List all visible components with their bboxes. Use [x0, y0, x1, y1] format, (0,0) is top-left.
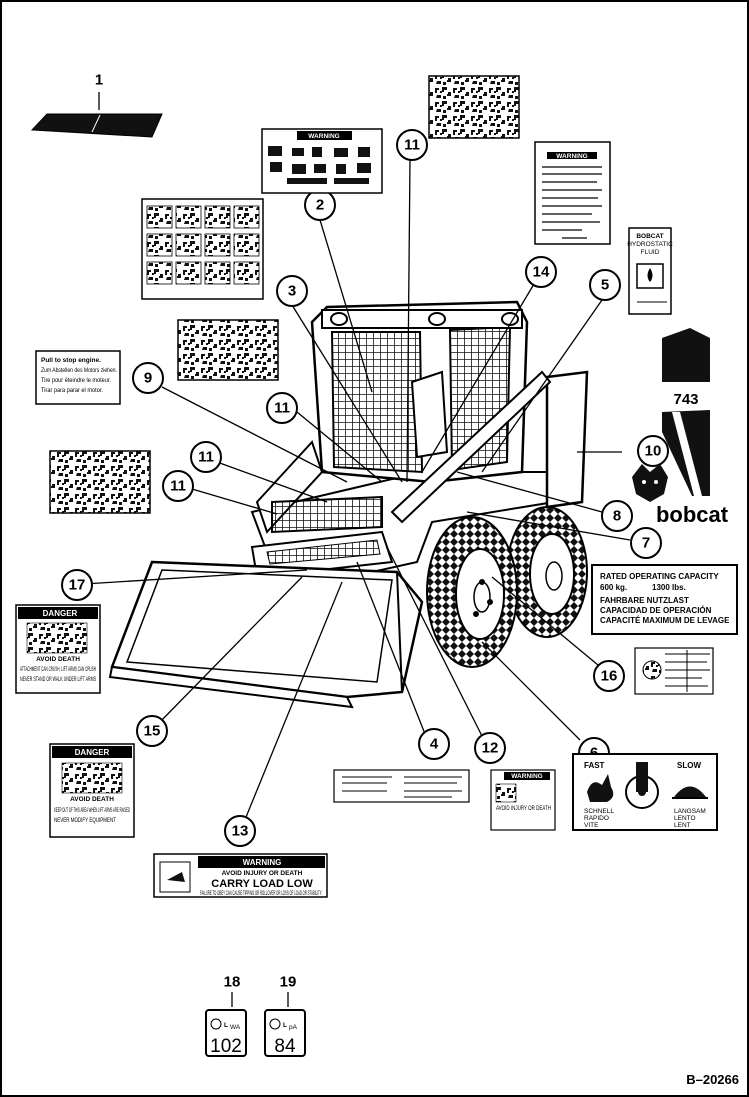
pull-stop-es: Tirar para parar el motor. [41, 387, 103, 394]
carry-load-main: CARRY LOAD LOW [211, 878, 313, 890]
callout-15: 15 [144, 723, 161, 740]
sound-102-unit: L [224, 1022, 228, 1029]
decal-danger-bottom: DANGER AVOID DEATH KEEP OUT OF THIS AREA… [49, 743, 135, 838]
figure-id: B–20266 [686, 1072, 739, 1087]
callout-13: 13 [232, 823, 249, 840]
hydro-line2: FLUID [641, 249, 660, 256]
capacity-title: RATED OPERATING CAPACITY [600, 572, 719, 581]
decal-bobcat-logo: bobcat [632, 464, 729, 527]
pull-stop-de: Zum Abstellen des Motors ziehen. [41, 367, 117, 374]
sound-102-value: 102 [210, 1036, 242, 1057]
danger-bottom-text1: KEEP OUT OF THIS AREA WHEN LIFT ARMS ARE… [54, 807, 130, 814]
decal-warning-small: WARNING AVOID INJURY OR DEATH [490, 769, 556, 831]
callout-19: 19 [280, 974, 297, 991]
callout-7: 7 [642, 535, 650, 552]
carry-load-foot: FAILURE TO OBEY CAN CAUSE TIPPING OR ROL… [200, 890, 322, 897]
hydro-brand: BOBCAT [636, 233, 663, 240]
bobcat-wordmark: bobcat [656, 502, 729, 527]
capacity-de: FAHRBARE NUTZLAST [600, 596, 689, 605]
decal-camo-mid [177, 319, 279, 381]
turtle-icon [674, 786, 706, 797]
hydro-line1: HYDROSTATIC [627, 241, 673, 248]
handbook-title: WARNING [556, 153, 587, 160]
decal-danger-left: DANGER AVOID DEATH ATTACHMENT CAN CRUSH,… [15, 604, 101, 694]
decal-sound-102: L WA 102 [205, 1009, 247, 1057]
callout-8: 8 [613, 508, 621, 525]
carry-load-title: WARNING [243, 858, 282, 867]
capacity-kg: 600 kg. [600, 583, 627, 592]
callout-18: 18 [224, 974, 241, 991]
danger-bottom-title: DANGER [75, 748, 110, 757]
sound-102-sub: WA [230, 1024, 241, 1031]
carry-load-sub: AVOID INJURY OR DEATH [222, 870, 303, 877]
decal-strip [30, 113, 163, 138]
callout-12: 12 [482, 740, 499, 757]
danger-left-text1: ATTACHMENT CAN CRUSH, LIFT ARMS CAN CRUS… [20, 666, 96, 673]
leader-lines [83, 92, 631, 1007]
decal-camo-top [428, 75, 520, 139]
danger-left-sub: AVOID DEATH [36, 656, 80, 663]
loader-illustration [108, 300, 589, 709]
callout-4: 4 [430, 736, 439, 753]
decal-camo-lower [49, 450, 151, 514]
capacity-es: CAPACIDAD DE OPERACIÓN [600, 606, 712, 615]
warning-small-title: WARNING [511, 773, 542, 780]
fast-de: SCHNELL [584, 808, 614, 815]
capacity-lbs: 1300 lbs. [652, 583, 686, 592]
callout-markers: 1 2 3 4 5 6 7 8 9 10 11 11 11 11 12 13 1 [61, 72, 669, 991]
callout-14: 14 [533, 264, 550, 281]
sound-84-value: 84 [274, 1036, 296, 1057]
sound-84-sub: pA [289, 1024, 298, 1031]
sound-84-unit: L [283, 1022, 287, 1029]
callout-16: 16 [601, 668, 618, 685]
warning-small-sub: AVOID INJURY OR DEATH [496, 805, 551, 812]
callout-1: 1 [95, 72, 103, 89]
fast-label: FAST [584, 761, 605, 770]
decal-warning-top: WARNING [261, 128, 383, 194]
decal-rated-capacity: RATED OPERATING CAPACITY 600 kg. 1300 lb… [591, 564, 738, 635]
bobcat-head-icon [632, 464, 668, 502]
danger-bottom-text2: NEVER MODIFY EQUIPMENT [54, 817, 116, 824]
slow-es: LENTO [674, 815, 696, 822]
pull-stop-title: Pull to stop engine. [41, 357, 101, 364]
danger-left-text2: NEVER STAND OR WALK UNDER LIFT ARMS [20, 676, 96, 683]
callout-11-left: 11 [198, 449, 214, 466]
slow-fr: LENT [674, 822, 691, 829]
danger-left-title: DANGER [43, 609, 78, 618]
decal-carry-load-low: WARNING AVOID INJURY OR DEATH CARRY LOAD… [153, 853, 328, 898]
decal-hydrostatic-fluid: BOBCAT HYDROSTATIC FLUID [627, 227, 673, 315]
model-number: 743 [673, 391, 698, 408]
decal-multilingual-plate [333, 769, 470, 803]
decal-sound-84: L pA 84 [264, 1009, 306, 1057]
callout-5: 5 [601, 277, 609, 294]
callout-9: 9 [144, 370, 152, 387]
callout-17: 17 [69, 577, 86, 594]
callout-11-top: 11 [404, 137, 420, 154]
callout-3: 3 [288, 283, 296, 300]
callout-10: 10 [645, 443, 662, 460]
slow-label: SLOW [677, 761, 701, 770]
decal-operators-handbook: WARNING [534, 141, 611, 245]
fast-es: RAPIDO [584, 815, 609, 822]
callout-2: 2 [316, 197, 324, 214]
decal-model-stripe: 743 [662, 328, 710, 496]
decal-chart-small [634, 647, 714, 695]
decal-pull-to-stop: Pull to stop engine. Zum Abstellen des M… [35, 350, 121, 405]
lift-arm [545, 370, 589, 509]
danger-bottom-sub: AVOID DEATH [70, 796, 114, 803]
decal-safety-pictorial [141, 198, 264, 300]
rabbit-icon [587, 774, 614, 802]
callout-11-mid: 11 [274, 400, 290, 417]
slow-de: LANGSAM [674, 808, 706, 815]
warning-top-title: WARNING [308, 133, 339, 140]
decal-fast-slow: FAST SLOW SCHNELL RAPIDO VITE LANGSAM LE… [572, 753, 718, 831]
fast-fr: VITE [584, 822, 599, 829]
capacity-fr: CAPACITÉ MAXIMUM DE LEVAGE [600, 616, 730, 625]
callout-11-lower: 11 [170, 478, 186, 495]
pull-stop-fr: Tire pour éteindre le moteur. [41, 377, 111, 384]
